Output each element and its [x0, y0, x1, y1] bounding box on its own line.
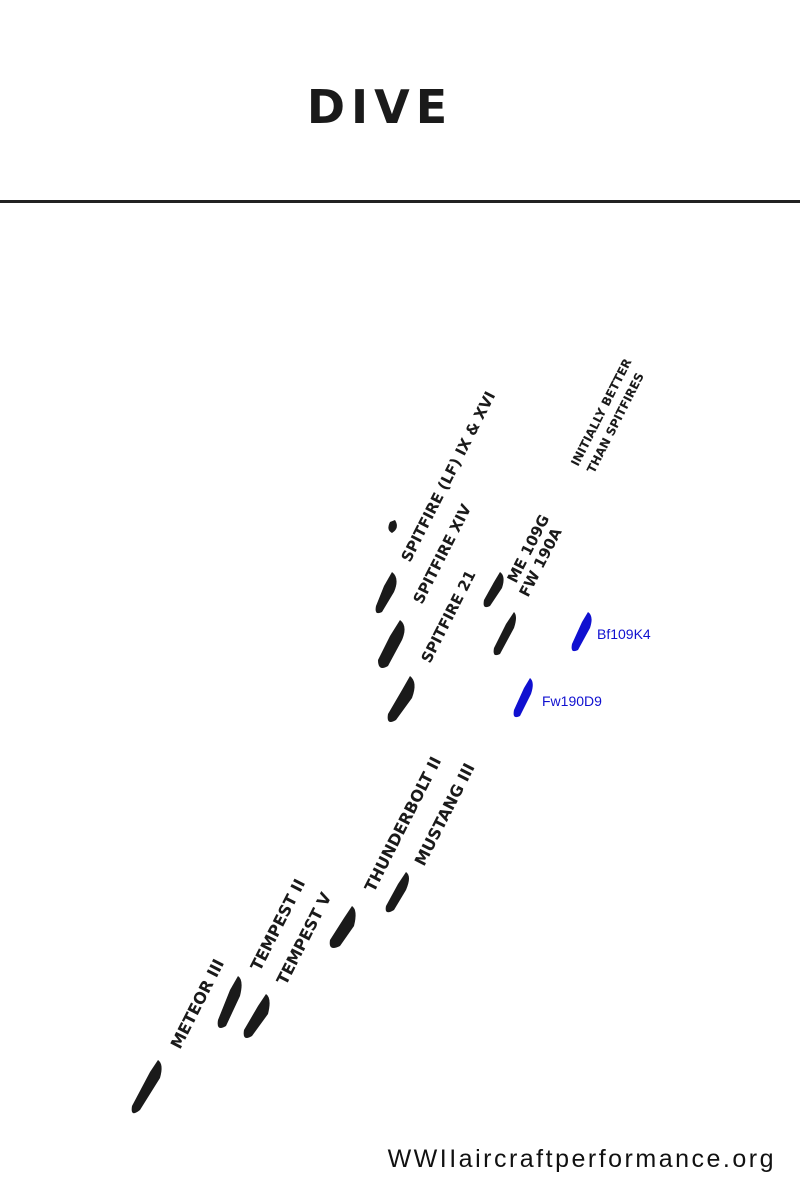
marker-tempest-ii: [217, 976, 242, 1028]
marker-fw190a: [493, 612, 516, 656]
marker-meteor: [131, 1060, 162, 1114]
marker-spitfire-21: [387, 676, 415, 722]
marker-spitfire-xiv: [378, 620, 405, 668]
label-bf109k4: Bf109K4: [597, 626, 651, 642]
marker-thunderbolt: [329, 906, 356, 948]
marker-bf109k4: [571, 612, 592, 652]
marker-tempest-v: [243, 994, 270, 1038]
marker-fw190d9: [513, 678, 533, 718]
marker-spitfire-lf-main: [375, 572, 397, 614]
header-divider: [0, 200, 800, 203]
marker-spitfire-lf: [388, 520, 397, 533]
chart-title: DIVE: [306, 80, 454, 134]
marker-me109g: [483, 572, 504, 608]
label-meteor: METEOR III: [167, 956, 228, 1052]
marker-mustang: [385, 872, 409, 913]
site-credit: WWIIaircraftperformance.org: [387, 1145, 776, 1173]
label-fw190d9: Fw190D9: [542, 693, 602, 709]
